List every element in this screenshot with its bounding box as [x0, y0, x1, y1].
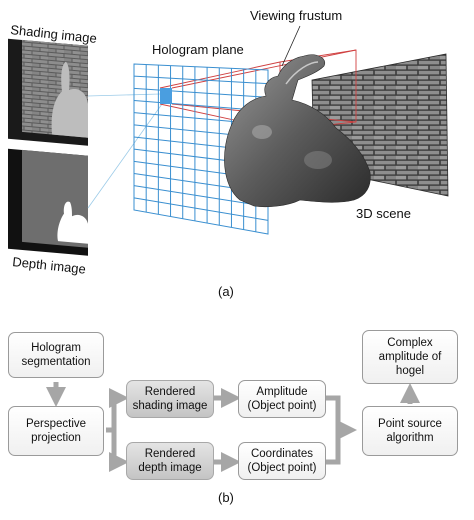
hologram-grid-line [133, 75, 269, 85]
hologram-rendering-illustration: Shading image Depth image Hologram plane… [8, 8, 449, 299]
viewing-frustum-pointer [281, 25, 301, 67]
label-3d-scene: 3D scene [356, 206, 411, 221]
arrow-projection-to-shading [106, 388, 129, 433]
box-hologram-segmentation-label: Hologram segmentation [21, 342, 91, 368]
arrow-amplitude-to-algorithm [326, 395, 357, 440]
box-rendered-shading-image: Rendered shading image [126, 380, 214, 418]
arrow-coordinates-to-algorithm [326, 430, 341, 465]
depth-leader-line [87, 103, 163, 209]
label-viewing-frustum: Viewing frustum [250, 8, 342, 23]
box-hologram-segmentation: Hologram segmentation [8, 332, 104, 378]
shading-leader-line [87, 93, 161, 97]
box-rendered-depth-image-label: Rendered depth image [138, 448, 202, 474]
box-complex-amplitude-of-hogel-label: Complex amplitude of hogel [378, 337, 442, 377]
box-coordinates: Coordinates (Object point) [238, 442, 326, 480]
arrow-projection-to-depth [108, 430, 129, 472]
shading-image [8, 38, 88, 146]
box-amplitude-label: Amplitude (Object point) [247, 386, 317, 412]
shading-image-bunny [51, 61, 88, 138]
box-point-source-algorithm: Point source algorithm [362, 406, 458, 456]
hogel-highlight [160, 88, 172, 104]
depth-image-bunny-silhouette [57, 201, 88, 244]
hologram-grid-line [133, 87, 269, 98]
box-complex-amplitude-of-hogel: Complex amplitude of hogel [362, 330, 458, 384]
box-rendered-shading-image-label: Rendered shading image [132, 386, 208, 412]
box-rendered-depth-image: Rendered depth image [126, 442, 214, 480]
depth-image [8, 148, 88, 256]
stanford-bunny [224, 54, 371, 208]
box-coordinates-label: Coordinates (Object point) [247, 448, 317, 474]
box-amplitude: Amplitude (Object point) [238, 380, 326, 418]
caption-a: (a) [218, 284, 234, 299]
box-perspective-projection: Perspective projection [8, 406, 104, 456]
label-hologram-plane: Hologram plane [152, 42, 244, 57]
caption-b: (b) [218, 490, 234, 505]
hologram-grid-line [133, 185, 269, 208]
box-point-source-algorithm-label: Point source algorithm [378, 418, 442, 444]
box-perspective-projection-label: Perspective projection [25, 418, 87, 444]
hologram-grid-line [133, 197, 269, 221]
label-depth-image: Depth image [12, 254, 87, 277]
